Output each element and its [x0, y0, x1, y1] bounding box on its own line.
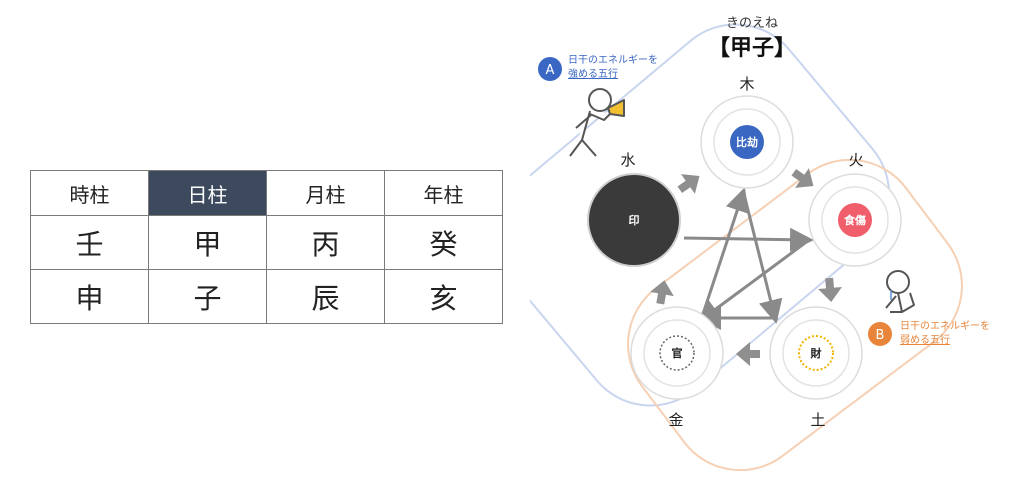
role-circle-earth — [798, 335, 834, 371]
note-b-line1: 日干のエネルギーを — [900, 320, 990, 332]
role-circle-wood — [730, 125, 764, 159]
label-metal: 金 — [668, 411, 683, 429]
pillar-header-row: 時柱 日柱 月柱 年柱 — [30, 170, 503, 216]
header-month-pillar: 月柱 — [266, 170, 385, 216]
role-earth: 財 — [810, 346, 822, 360]
element-metal: 官 金 — [630, 306, 724, 429]
role-wood: 比劫 — [736, 135, 758, 149]
note-b-line2: 弱める五行 — [900, 333, 950, 346]
badge-b — [868, 322, 892, 346]
label-water: 水 — [620, 151, 635, 169]
element-wood: 比劫 木 — [700, 75, 794, 189]
control-arrow-metal-wood — [699, 187, 749, 321]
header-day-pillar: 日柱 — [148, 170, 267, 216]
branch-month: 辰 — [266, 269, 385, 324]
branch-hour: 申 — [30, 269, 149, 324]
tired-figure-icon — [885, 270, 915, 313]
stem-day: 甲 — [148, 215, 267, 270]
gen-arrow-earth-metal — [736, 342, 760, 366]
note-a-line1: 日干のエネルギーを — [568, 54, 658, 66]
role-water: 印 — [629, 214, 640, 227]
role-fire: 食傷 — [844, 213, 866, 227]
stem-month: 丙 — [266, 215, 385, 270]
gen-arrow-wood-fire — [791, 168, 814, 188]
header-year-pillar: 年柱 — [384, 170, 503, 216]
title-reading: きのえね — [726, 16, 778, 31]
pillar-table: 時柱 日柱 月柱 年柱 壬 甲 丙 癸 申 子 辰 亥 — [30, 170, 503, 324]
badge-a-label: A — [546, 63, 555, 78]
gen-arrow-metal-water — [650, 280, 674, 305]
stem-hour: 壬 — [30, 215, 149, 270]
label-fire: 火 — [848, 151, 863, 169]
generation-cycle-arrows — [650, 168, 842, 366]
stem-row: 壬 甲 丙 癸 — [30, 215, 503, 270]
title-pillar: 【甲子】 — [708, 36, 796, 61]
gen-arrow-fire-earth — [818, 277, 842, 302]
gen-arrow-water-wood — [677, 174, 700, 194]
branch-day: 子 — [148, 269, 267, 324]
label-earth: 土 — [810, 411, 825, 429]
megaphone-figure-icon — [569, 88, 625, 157]
five-elements-diagram: きのえね 【甲子】 比劫 木 食傷 火 財 土 — [530, 16, 990, 472]
control-arrow-water-fire — [683, 227, 814, 252]
note-a: A 日干のエネルギーを 強める五行 — [538, 54, 658, 81]
control-arrow-wood-earth — [741, 189, 783, 324]
badge-b-label: B — [876, 328, 885, 343]
role-circle-fire — [838, 203, 872, 237]
role-circle-metal — [659, 335, 695, 371]
badge-a — [538, 57, 562, 81]
control-arrow-fire-metal — [696, 241, 806, 324]
control-cycle-star — [683, 187, 814, 330]
role-metal: 官 — [672, 346, 683, 360]
element-fire: 食傷 火 — [808, 151, 902, 267]
branch-year: 亥 — [384, 269, 503, 324]
element-water: 印 水 — [587, 151, 681, 267]
stem-year: 癸 — [384, 215, 503, 270]
label-wood: 木 — [739, 75, 754, 93]
note-a-line2: 強める五行 — [568, 67, 618, 80]
element-earth: 財 土 — [769, 306, 863, 429]
header-hour-pillar: 時柱 — [30, 170, 149, 216]
branch-row: 申 子 辰 亥 — [30, 269, 503, 324]
note-b: B 日干のエネルギーを 弱める五行 — [868, 320, 990, 346]
